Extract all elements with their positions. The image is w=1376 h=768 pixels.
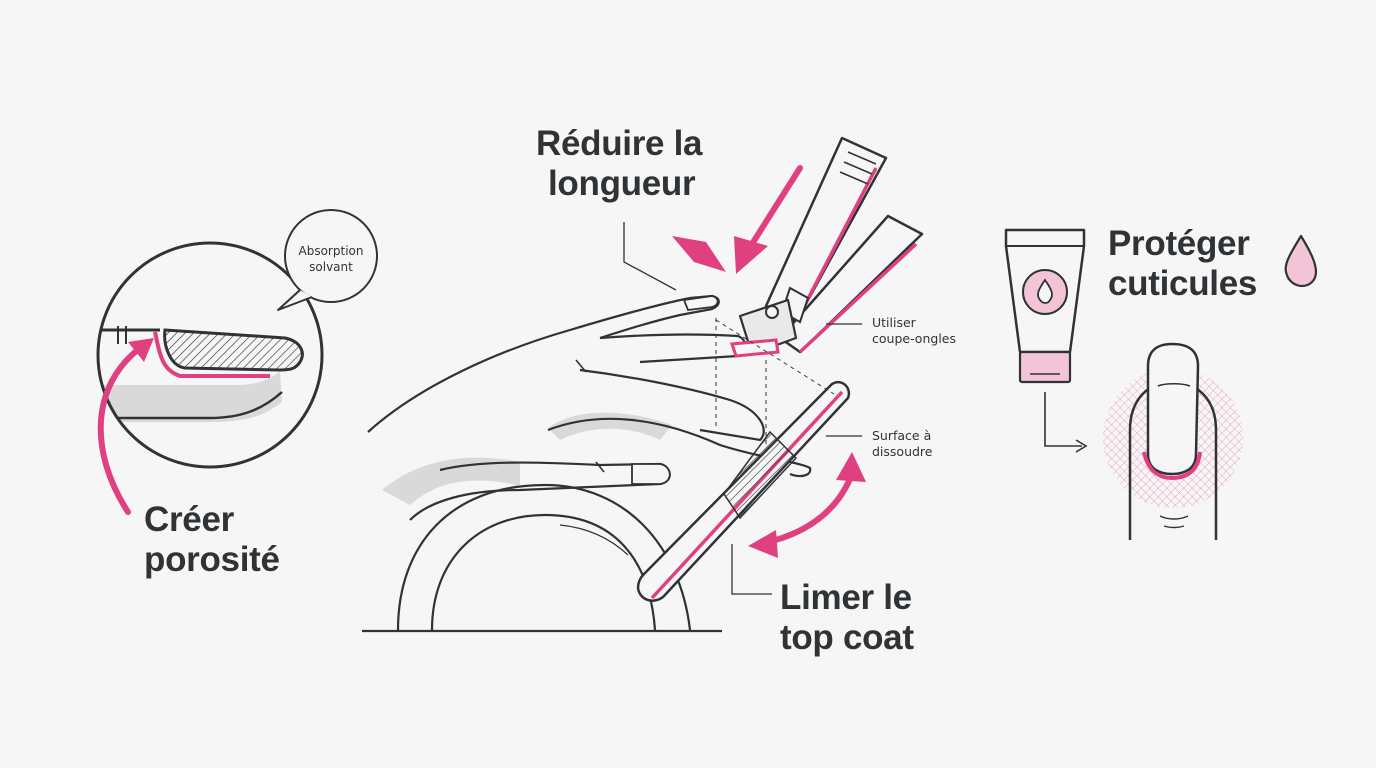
leader-lines xyxy=(623,222,862,595)
nail-file-icon xyxy=(636,381,851,602)
heading-reduce-length-line2: longueur xyxy=(548,164,696,203)
heading-create-porosity: Créer porosité xyxy=(144,500,280,580)
nail-cross-section xyxy=(163,328,304,372)
cut-arrows xyxy=(672,165,803,274)
note-clipper: Utiliser coupe-ongles xyxy=(872,315,956,347)
tube-arrow xyxy=(1044,392,1088,453)
bubble-text-line2: solvant xyxy=(309,260,353,274)
oil-drop-icon xyxy=(1284,234,1318,288)
note-clipper-line1: Utiliser xyxy=(872,315,916,330)
porosity-arrow xyxy=(97,345,143,515)
finger-nail-icon xyxy=(1103,342,1243,540)
file-motion-arrow xyxy=(748,452,866,558)
note-surface: Surface à dissoudre xyxy=(872,428,933,460)
nail-clipper-icon xyxy=(729,136,924,358)
hand-icon xyxy=(367,294,812,521)
heading-create-porosity-line2: porosité xyxy=(144,540,280,579)
nail-bed-shadow xyxy=(98,372,282,422)
magnifier-detail xyxy=(96,241,324,515)
bubble-text-line1: Absorption xyxy=(298,244,364,258)
heading-reduce-length: Réduire la longueur xyxy=(536,124,703,204)
heading-protect-cuticles-line2: cuticules xyxy=(1108,264,1258,303)
heading-file-top-coat: Limer le top coat xyxy=(780,578,914,658)
heading-protect-cuticles: Protéger cuticules xyxy=(1108,224,1257,304)
speech-bubble xyxy=(277,209,378,311)
heading-file-top-coat-line1: Limer le xyxy=(780,578,912,617)
heading-create-porosity-line1: Créer xyxy=(144,500,234,539)
finger-nail xyxy=(682,295,719,311)
cream-tube-icon xyxy=(1004,228,1086,384)
hand-shadow xyxy=(382,457,520,505)
note-clipper-line2: coupe-ongles xyxy=(872,331,956,346)
note-surface-line2: dissoudre xyxy=(872,444,933,459)
heading-file-top-coat-line2: top coat xyxy=(780,618,914,657)
bubble-text: Absorption solvant xyxy=(291,243,371,275)
heading-protect-cuticles-line1: Protéger xyxy=(1108,224,1250,263)
note-surface-line1: Surface à xyxy=(872,428,932,443)
heading-reduce-length-line1: Réduire la xyxy=(536,124,703,163)
